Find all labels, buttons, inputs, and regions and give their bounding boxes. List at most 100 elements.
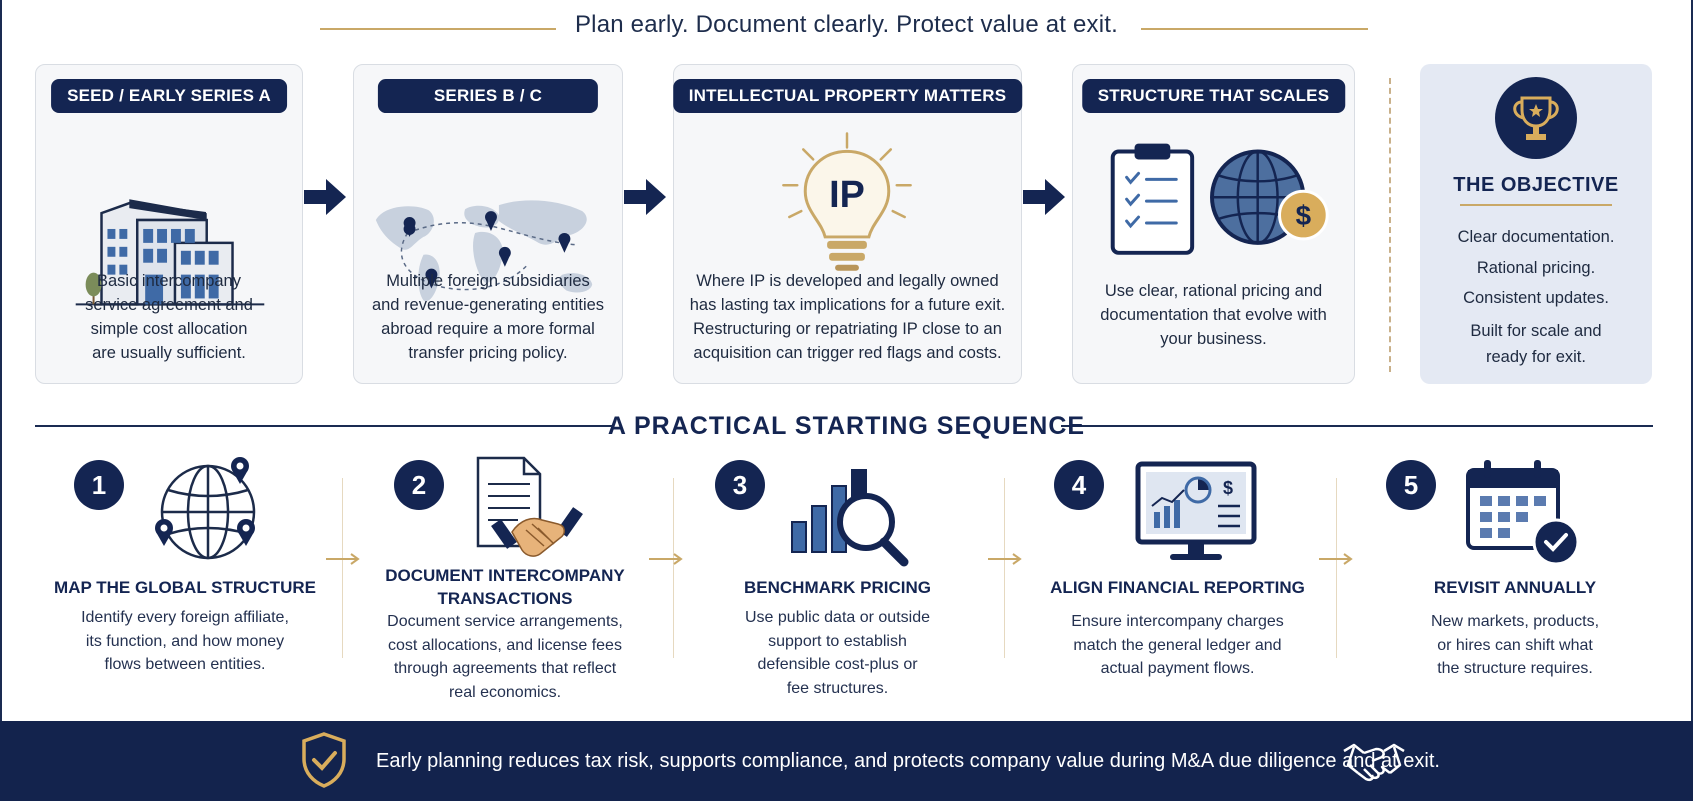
text-line: transfer pricing policy.	[408, 344, 568, 362]
objective-title: THE OBJECTIVE	[1453, 174, 1619, 196]
step-description: New markets, products, or hires can shif…	[1370, 610, 1660, 681]
step-title-line: ALIGN FINANCIAL REPORTING	[1050, 578, 1305, 597]
stage-card-seed: SEED / EARLY SERIES A Basic intercompany…	[35, 64, 303, 384]
text-line: Where IP is developed and legally owned	[696, 272, 999, 290]
text-line: actual payment flows.	[1100, 660, 1255, 677]
text-line: are usually sufficient.	[92, 344, 246, 362]
objective-rule	[1460, 204, 1612, 206]
step-number-badge: 1	[74, 460, 124, 510]
stage-arrow-icon	[304, 179, 346, 215]
stage-description: Multiple foreign subsidiaries and revenu…	[364, 269, 612, 365]
step-title-line: BENCHMARK PRICING	[744, 578, 931, 597]
text-line: simple cost allocation	[90, 320, 248, 338]
step-title-line: MAP THE GLOBAL STRUCTURE	[54, 578, 316, 597]
step-number-badge: 3	[715, 460, 765, 510]
bar-chart-magnifier-icon	[791, 469, 909, 567]
text-line: match the general ledger and	[1073, 636, 1282, 654]
objective-item: ready for exit.	[1486, 347, 1586, 366]
text-line: defensible cost-plus or	[757, 656, 918, 673]
step-1: 1 MAP THE GLOBAL STRUCTURE Identify ever…	[50, 450, 320, 700]
step-title: MAP THE GLOBAL STRUCTURE	[50, 576, 320, 599]
calendar-check-icon	[1466, 460, 1580, 566]
step-description: Document service arrangements, cost allo…	[370, 610, 640, 704]
text-line: Document service arrangements,	[387, 613, 623, 630]
objective-item: Clear documentation.	[1457, 228, 1615, 246]
text-line: Use public data or outside	[745, 609, 930, 626]
step-title-line: DOCUMENT INTERCOMPANY	[385, 566, 625, 585]
world-map-icon	[375, 200, 593, 302]
step-description: Identify every foreign affiliate, its fu…	[50, 606, 320, 677]
step-arrow-icon	[326, 553, 360, 565]
step-title-line: REVISIT ANNUALLY	[1433, 578, 1597, 597]
document-handshake-icon	[476, 456, 583, 557]
objective-item: Consistent updates.	[1463, 289, 1609, 307]
section-rule-right	[1061, 425, 1653, 427]
globe-pins-icon	[155, 457, 256, 560]
step-description: Use public data or outside support to es…	[700, 606, 975, 700]
stage-description: Basic intercompany service agreement and…	[46, 269, 292, 365]
step-divider	[342, 478, 343, 658]
office-building-icon	[75, 199, 265, 306]
stage-card-structure: STRUCTURE THAT SCALES $ Use clear, ratio…	[1072, 64, 1355, 384]
stage-card-ip: INTELLECTUAL PROPERTY MATTERS IP Where I…	[672, 64, 1023, 384]
step-arrow-icon	[988, 553, 1022, 565]
step-title-line: TRANSACTIONS	[437, 589, 573, 608]
text-line: cost allocations, and license fees	[388, 636, 622, 654]
objective-item: Built for scale and	[1470, 321, 1602, 340]
objective-list: Clear documentation. Rational pricing. C…	[1428, 222, 1644, 370]
text-line: abroad require a more formal	[381, 320, 595, 338]
step-number-badge: 4	[1054, 460, 1104, 510]
text-line: Ensure intercompany charges	[1071, 613, 1284, 630]
stage-label: INTELLECTUAL PROPERTY MATTERS	[672, 79, 1023, 113]
header: Plan early. Document clearly. Protect va…	[0, 8, 1693, 42]
stage-label: SERIES B / C	[377, 79, 599, 113]
dollar-sign: $	[1296, 200, 1312, 231]
stage-label: STRUCTURE THAT SCALES	[1081, 79, 1346, 113]
objective-divider	[1389, 78, 1391, 372]
text-line: or hires can shift what	[1437, 636, 1593, 654]
text-line: fee structures.	[786, 679, 889, 697]
step-2: 2 DOCUMENT INTERCOMPANY TRANSACTIONS Doc…	[370, 450, 640, 701]
text-line: has lasting tax implications for a futur…	[689, 296, 1006, 314]
text-line: real economics.	[448, 683, 562, 701]
text-line: through agreements that reflect	[393, 660, 617, 677]
tagline-rule-right	[1141, 28, 1368, 30]
text-line: your business.	[1160, 330, 1267, 348]
step-title: DOCUMENT INTERCOMPANY TRANSACTIONS	[370, 564, 640, 610]
text-line: Identify every foreign affiliate,	[81, 609, 289, 626]
text-line: and revenue-generating entities	[371, 296, 605, 314]
step-divider	[673, 478, 674, 658]
step-arrow-icon	[1319, 553, 1353, 565]
handshake-icon	[1343, 743, 1405, 782]
dollar-sign: $	[1223, 478, 1233, 498]
shield-check-icon	[302, 732, 346, 788]
text-line: the structure requires.	[1437, 660, 1593, 677]
step-arrow-icon	[649, 553, 683, 565]
objective-panel: THE OBJECTIVE Clear documentation. Ratio…	[1420, 64, 1652, 384]
footer-banner: Early planning reduces tax risk, support…	[0, 721, 1693, 801]
text-line: flows between entities.	[104, 656, 266, 673]
step-title: ALIGN FINANCIAL REPORTING	[1030, 576, 1325, 599]
stage-card-series-bc: SERIES B / C Multiple foreign subsidiari…	[353, 64, 623, 384]
text-line: its function, and how money	[85, 632, 285, 650]
step-divider	[1336, 478, 1337, 658]
step-title: BENCHMARK PRICING	[700, 576, 975, 599]
text-line: service agreement and	[85, 296, 253, 314]
section-rule-left	[35, 425, 613, 427]
ip-label: IP	[829, 174, 865, 216]
step-description: Ensure intercompany charges match the ge…	[1030, 610, 1325, 681]
section-title: A PRACTICAL STARTING SEQUENCE	[607, 412, 1086, 440]
text-line: Multiple foreign subsidiaries	[386, 272, 590, 290]
text-line: Basic intercompany	[97, 272, 241, 290]
clipboard-globe-dollar-icon: $	[1110, 143, 1329, 255]
step-title: REVISIT ANNUALLY	[1370, 576, 1660, 599]
text-line: New markets, products,	[1430, 613, 1600, 630]
stage-label: SEED / EARLY SERIES A	[51, 79, 287, 113]
step-4: 4 $ ALIGN FINANCIAL REPORTING Ensure int…	[1030, 450, 1325, 700]
stage-description: Use clear, rational pricing and document…	[1083, 279, 1344, 351]
text-line: Restructuring or repatriating IP close t…	[693, 320, 1002, 338]
step-divider	[1004, 478, 1005, 658]
monitor-financials-icon: $	[1135, 461, 1257, 560]
text-line: acquisition can trigger red flags and co…	[693, 344, 1002, 362]
text-line: Use clear, rational pricing and	[1104, 282, 1323, 300]
